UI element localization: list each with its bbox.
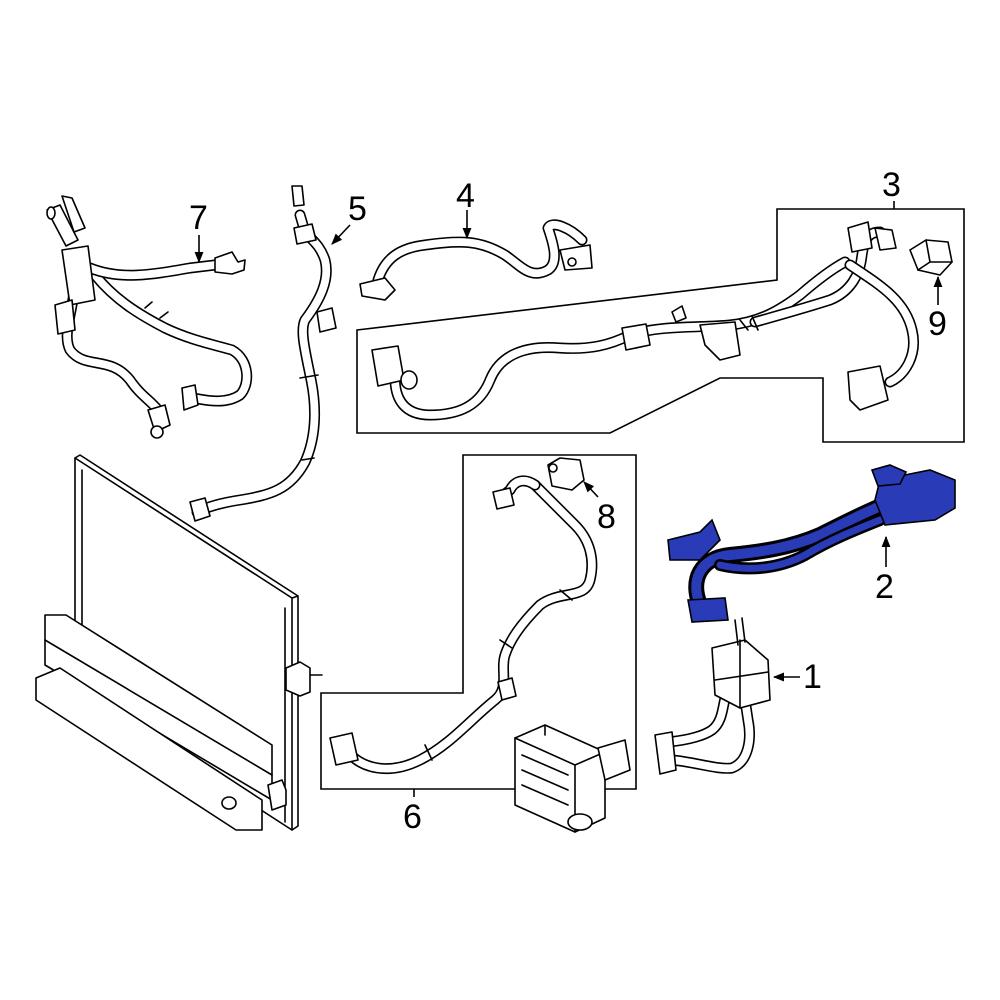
part-8-cap — [547, 457, 585, 491]
callout-7: 7 — [189, 199, 208, 237]
part-5-tube — [189, 185, 337, 522]
condenser — [35, 454, 323, 831]
group-3-frame — [356, 208, 965, 443]
callout-3: 3 — [882, 166, 901, 204]
part-4-hose — [359, 219, 593, 301]
part-9-cap — [909, 239, 953, 276]
callout-8: 8 — [597, 498, 616, 536]
part-2-hose-assembly-highlighted — [667, 464, 956, 623]
leader-5 — [331, 224, 351, 245]
leader-8 — [583, 481, 599, 498]
group-6-frame — [320, 454, 637, 790]
callout-9: 9 — [928, 305, 947, 343]
callout-4: 4 — [456, 177, 475, 215]
callout-2: 2 — [875, 568, 894, 606]
part-3-hose-assembly — [371, 221, 919, 421]
callout-5: 5 — [348, 190, 367, 228]
callout-1: 1 — [803, 658, 822, 696]
part-1-fitting — [654, 617, 771, 775]
part-6-hose — [329, 475, 598, 775]
dryer-module — [514, 724, 631, 833]
callout-6: 6 — [403, 798, 422, 836]
part-7-hose-assembly — [46, 195, 253, 439]
